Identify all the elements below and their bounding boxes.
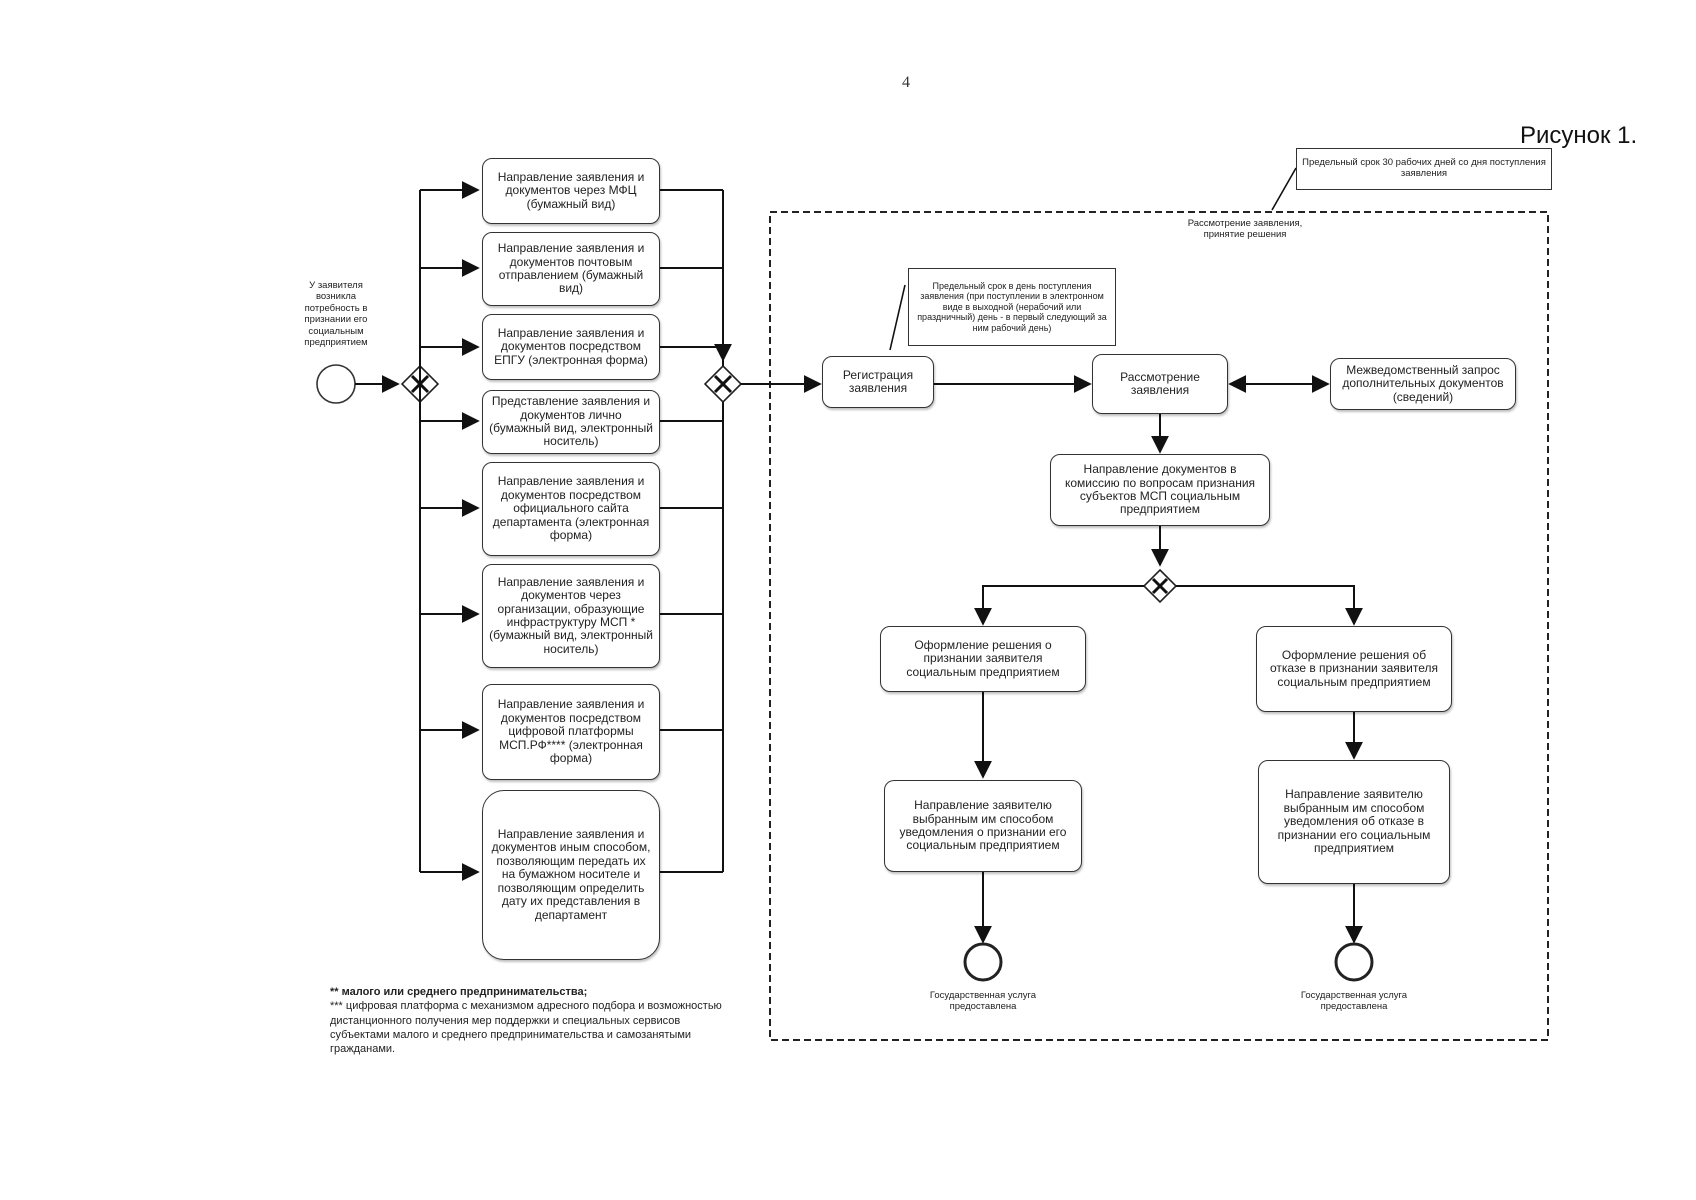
channel-mfc: Направление заявления и документов через… (482, 158, 660, 224)
interagency-request-task: Межведомственный запрос дополнительных д… (1330, 358, 1516, 410)
pool-note-connector (1271, 167, 1297, 211)
figure-label: Рисунок 1. (1520, 122, 1638, 149)
notify-negative-task: Направление заявителю выбранным им спосо… (1258, 760, 1450, 884)
registration-note-connector (889, 284, 906, 351)
merge-gateway (703, 364, 743, 404)
start-event-label: У заявителя возникла потребность в призн… (304, 280, 368, 348)
channel-msp-infrastructure: Направление заявления и документов через… (482, 564, 660, 668)
review-task: Рассмотрение заявления (1092, 354, 1228, 414)
channel-post: Направление заявления и документов почто… (482, 232, 660, 306)
footnote-1: ** малого или среднего предпринимательст… (330, 986, 588, 998)
channel-official-site: Направление заявления и документов посре… (482, 462, 660, 556)
channel-msp-platform: Направление заявления и документов посре… (482, 684, 660, 780)
decision-positive-task: Оформление решения о признании заявителя… (880, 626, 1086, 692)
pool-label: Рассмотрение заявления, принятие решения (1187, 218, 1303, 241)
end-event-negative (1334, 942, 1374, 982)
end-event-negative-label: Государственная услуга предоставлена (1300, 990, 1408, 1013)
channel-epgu: Направление заявления и документов посре… (482, 314, 660, 380)
end-event-positive (963, 942, 1003, 982)
process-pool-frame (769, 211, 1549, 1041)
decision-gateway (1142, 568, 1178, 604)
commission-task: Направление документов в комиссию по воп… (1050, 454, 1270, 526)
channel-in-person: Представление заявления и документов лич… (482, 390, 660, 454)
footnotes: ** малого или среднего предпринимательст… (330, 985, 725, 1056)
registration-task: Регистрация заявления (822, 356, 934, 408)
decision-negative-task: Оформление решения об отказе в признании… (1256, 626, 1452, 712)
pool-deadline-note: Предельный срок 30 рабочих дней со дня п… (1296, 148, 1552, 190)
page-number: 4 (902, 74, 910, 91)
channel-other: Направление заявления и документов иным … (482, 790, 660, 960)
flow-decision-to-positive (974, 585, 1144, 626)
notify-positive-task: Направление заявителю выбранным им спосо… (884, 780, 1082, 872)
footnote-2: *** цифровая платформа с механизмом адре… (330, 1000, 722, 1056)
end-event-positive-label: Государственная услуга предоставлена (929, 990, 1037, 1013)
start-event (316, 364, 356, 404)
registration-deadline-note: Предельный срок в день поступления заявл… (908, 268, 1116, 346)
flow-decision-to-negative (1176, 585, 1363, 626)
